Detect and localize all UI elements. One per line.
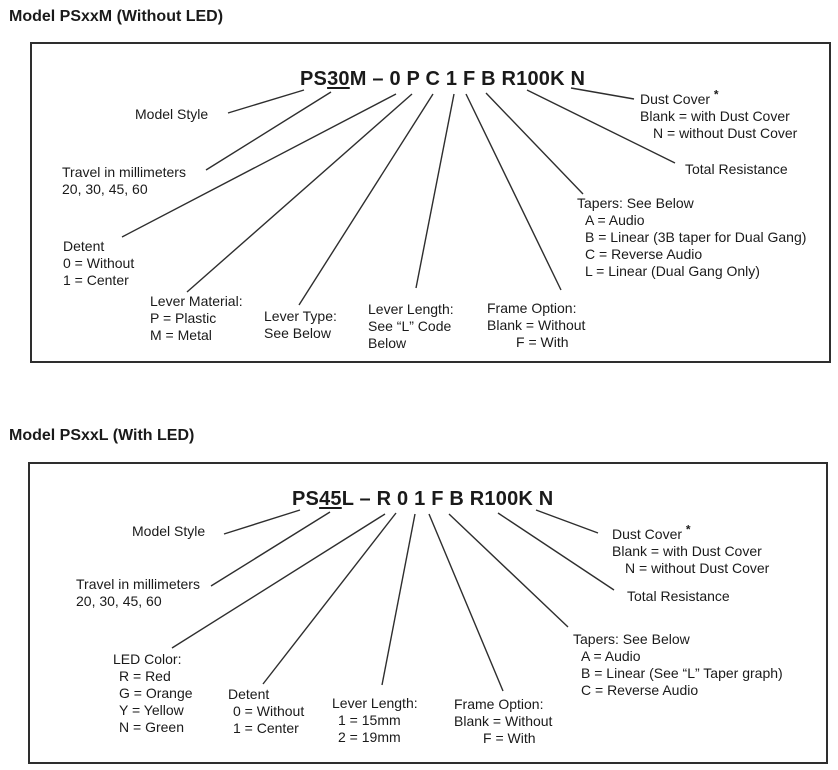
label-line: A = Audio: [585, 212, 645, 228]
dust-cover-text: Dust Cover: [612, 526, 683, 542]
diagram-box-psxxl: [28, 462, 828, 764]
label-frame-option: Frame Option: Blank = Without F = With: [487, 300, 585, 351]
label-total-resistance: Total Resistance: [685, 161, 788, 178]
label-line: 2 = 19mm: [338, 729, 401, 745]
label-frame-option-2: Frame Option: Blank = Without F = With: [454, 696, 552, 747]
label-line: Lever Length:: [332, 695, 418, 711]
label-line: A = Audio: [581, 648, 641, 664]
label-line: Blank = Without: [487, 317, 586, 333]
label-lever-length: Lever Length: See “L” Code Below: [368, 301, 454, 352]
part-number-psxxl: PS45L – R 0 1 F B R100K N: [292, 488, 553, 511]
pn-suffix: M – 0 P C 1 F B R100K N: [349, 68, 586, 90]
label-line: Blank = with Dust Cover: [612, 543, 762, 559]
label-travel: Travel in millimeters 20, 30, 45, 60: [62, 164, 186, 198]
label-total-resistance-2: Total Resistance: [627, 588, 730, 605]
label-tapers-2: Tapers: See Below A = Audio B = Linear (…: [573, 631, 783, 699]
label-line: LED Color:: [113, 651, 182, 667]
label-line: Dust Cover *: [612, 523, 769, 543]
label-line: Lever Material:: [150, 293, 243, 309]
pn-prefix: PS: [292, 488, 320, 510]
label-line: 0 = Without: [233, 703, 305, 719]
label-lever-length-2: Lever Length: 1 = 15mm 2 = 19mm: [332, 695, 418, 746]
label-line: See Below: [264, 325, 331, 341]
label-dust-cover: Dust Cover * Blank = with Dust Cover N =…: [640, 88, 798, 142]
pn-suffix: L – R 0 1 F B R100K N: [341, 488, 554, 510]
label-line: Lever Type:: [264, 308, 337, 324]
label-led-color: LED Color: R = Red G = Orange Y = Yellow…: [113, 651, 193, 736]
label-line: 20, 30, 45, 60: [62, 181, 148, 197]
diagram-box-psxxm: [30, 42, 831, 363]
label-tapers: Tapers: See Below A = Audio B = Linear (…: [577, 195, 806, 280]
dust-cover-asterisk: *: [713, 87, 719, 102]
label-line: Detent: [228, 686, 270, 702]
label-line: 20, 30, 45, 60: [76, 593, 162, 609]
label-line: C = Reverse Audio: [581, 682, 699, 698]
label-detent: Detent 0 = Without 1 = Center: [63, 238, 134, 289]
label-line: N = without Dust Cover: [653, 125, 798, 141]
label-line: R = Red: [119, 668, 171, 684]
label-line: 0 = Without: [63, 255, 135, 271]
label-lever-type: Lever Type: See Below: [264, 308, 337, 342]
label-line: 1 = Center: [233, 720, 299, 736]
label-lever-material: Lever Material: P = Plastic M = Metal: [150, 293, 243, 344]
label-line: Total Resistance: [627, 588, 730, 604]
label-travel-2: Travel in millimeters 20, 30, 45, 60: [76, 576, 200, 610]
label-line: Model Style: [132, 523, 206, 539]
label-line: Blank = with Dust Cover: [640, 108, 790, 124]
pn-prefix: PS: [300, 68, 328, 90]
label-model-style: Model Style: [135, 106, 208, 123]
label-line: N = without Dust Cover: [625, 560, 770, 576]
label-line: Travel in millimeters: [76, 576, 200, 592]
label-line: F = With: [483, 730, 536, 746]
label-line: M = Metal: [150, 327, 212, 343]
label-line: L = Linear (Dual Gang Only): [585, 263, 760, 279]
label-line: Detent: [63, 238, 105, 254]
label-line: Model Style: [135, 106, 209, 122]
label-line: Tapers: See Below: [573, 631, 690, 647]
dust-cover-asterisk: *: [685, 522, 691, 537]
part-number-psxxm: PS30M – 0 P C 1 F B R100K N: [300, 68, 585, 91]
label-line: Frame Option:: [454, 696, 544, 712]
label-line: Frame Option:: [487, 300, 577, 316]
label-model-style-2: Model Style: [132, 523, 205, 540]
label-line: F = With: [516, 334, 569, 350]
label-dust-cover-2: Dust Cover * Blank = with Dust Cover N =…: [612, 523, 770, 577]
label-line: P = Plastic: [150, 310, 217, 326]
label-line: Total Resistance: [685, 161, 788, 177]
label-line: Blank = Without: [454, 713, 553, 729]
label-line: G = Orange: [119, 685, 193, 701]
label-line: Tapers: See Below: [577, 195, 694, 211]
label-line: 1 = 15mm: [338, 712, 401, 728]
pn-travel-code: 45: [319, 488, 342, 510]
label-line: Travel in millimeters: [62, 164, 186, 180]
section-title-psxxm: Model PSxxM (Without LED): [9, 8, 224, 25]
label-line: Y = Yellow: [119, 702, 184, 718]
label-line: Lever Length:: [368, 301, 454, 317]
label-line: Below: [368, 335, 407, 351]
label-detent-2: Detent 0 = Without 1 = Center: [228, 686, 304, 737]
label-line: 1 = Center: [63, 272, 129, 288]
label-line: Dust Cover *: [640, 88, 797, 108]
dust-cover-text: Dust Cover: [640, 91, 711, 107]
pn-travel-code: 30: [327, 68, 350, 90]
section-title-psxxl: Model PSxxL (With LED): [9, 427, 195, 444]
label-line: B = Linear (See “L” Taper graph): [581, 665, 783, 681]
label-line: C = Reverse Audio: [585, 246, 703, 262]
label-line: See “L” Code: [368, 318, 452, 334]
label-line: N = Green: [119, 719, 184, 735]
label-line: B = Linear (3B taper for Dual Gang): [585, 229, 807, 245]
